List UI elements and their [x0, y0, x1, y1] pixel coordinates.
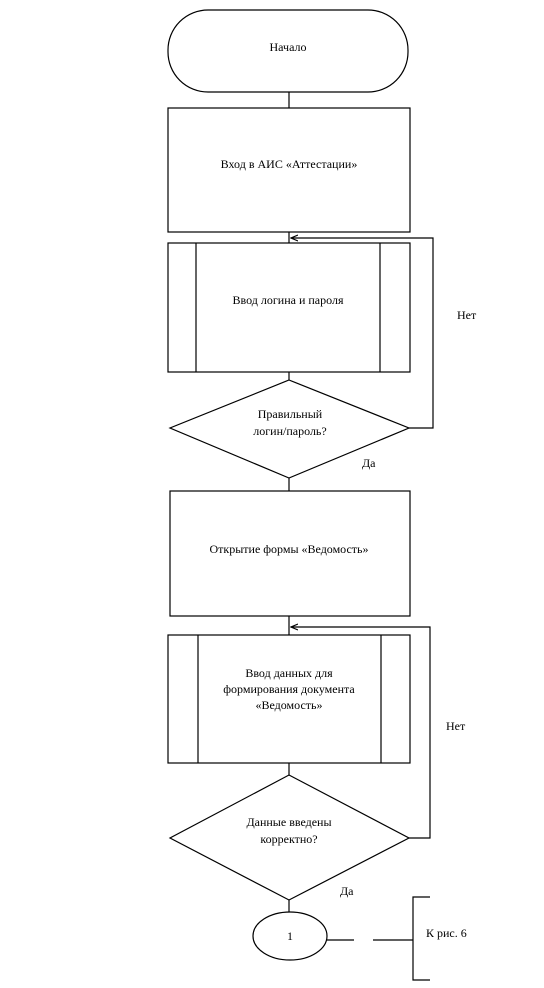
page-connector — [252, 911, 328, 961]
login-system-process — [167, 107, 411, 233]
enter-data-line-3: «Ведомость» — [256, 698, 323, 712]
annotation-text: К рис. 6 — [426, 926, 467, 940]
loop-line-no-1 — [291, 238, 434, 429]
annotation-bracket — [412, 896, 430, 981]
start-label: Начало — [270, 40, 307, 54]
check-credentials-decision — [168, 379, 411, 479]
check-data-line-1: Данные введены — [246, 815, 331, 829]
check-data-line-2: корректно? — [260, 832, 317, 846]
enter-data-process — [167, 634, 411, 764]
enter-credentials-process — [167, 242, 411, 373]
open-form-label: Открытие формы «Ведомость» — [209, 542, 368, 556]
check-data-decision — [168, 774, 411, 901]
page-connector-label: 1 — [287, 929, 293, 943]
login-system-label: Вход в АИС «Аттестации» — [221, 157, 358, 171]
enter-data-line-1: Ввод данных для — [245, 666, 333, 680]
check-credentials-line-2: логин/пароль? — [253, 424, 326, 438]
open-form-process — [169, 490, 411, 617]
enter-data-line-2: формирования документа — [223, 682, 355, 696]
enter-credentials-label: Ввод логина и пароля — [233, 293, 344, 307]
answer-no-1: Нет — [457, 308, 477, 322]
answer-no-2: Нет — [446, 719, 466, 733]
answer-yes-1: Да — [362, 456, 376, 470]
start-terminator — [167, 9, 409, 93]
answer-yes-2: Да — [340, 884, 354, 898]
loop-line-no-2 — [291, 627, 431, 839]
check-credentials-line-1: Правильный — [258, 407, 323, 421]
